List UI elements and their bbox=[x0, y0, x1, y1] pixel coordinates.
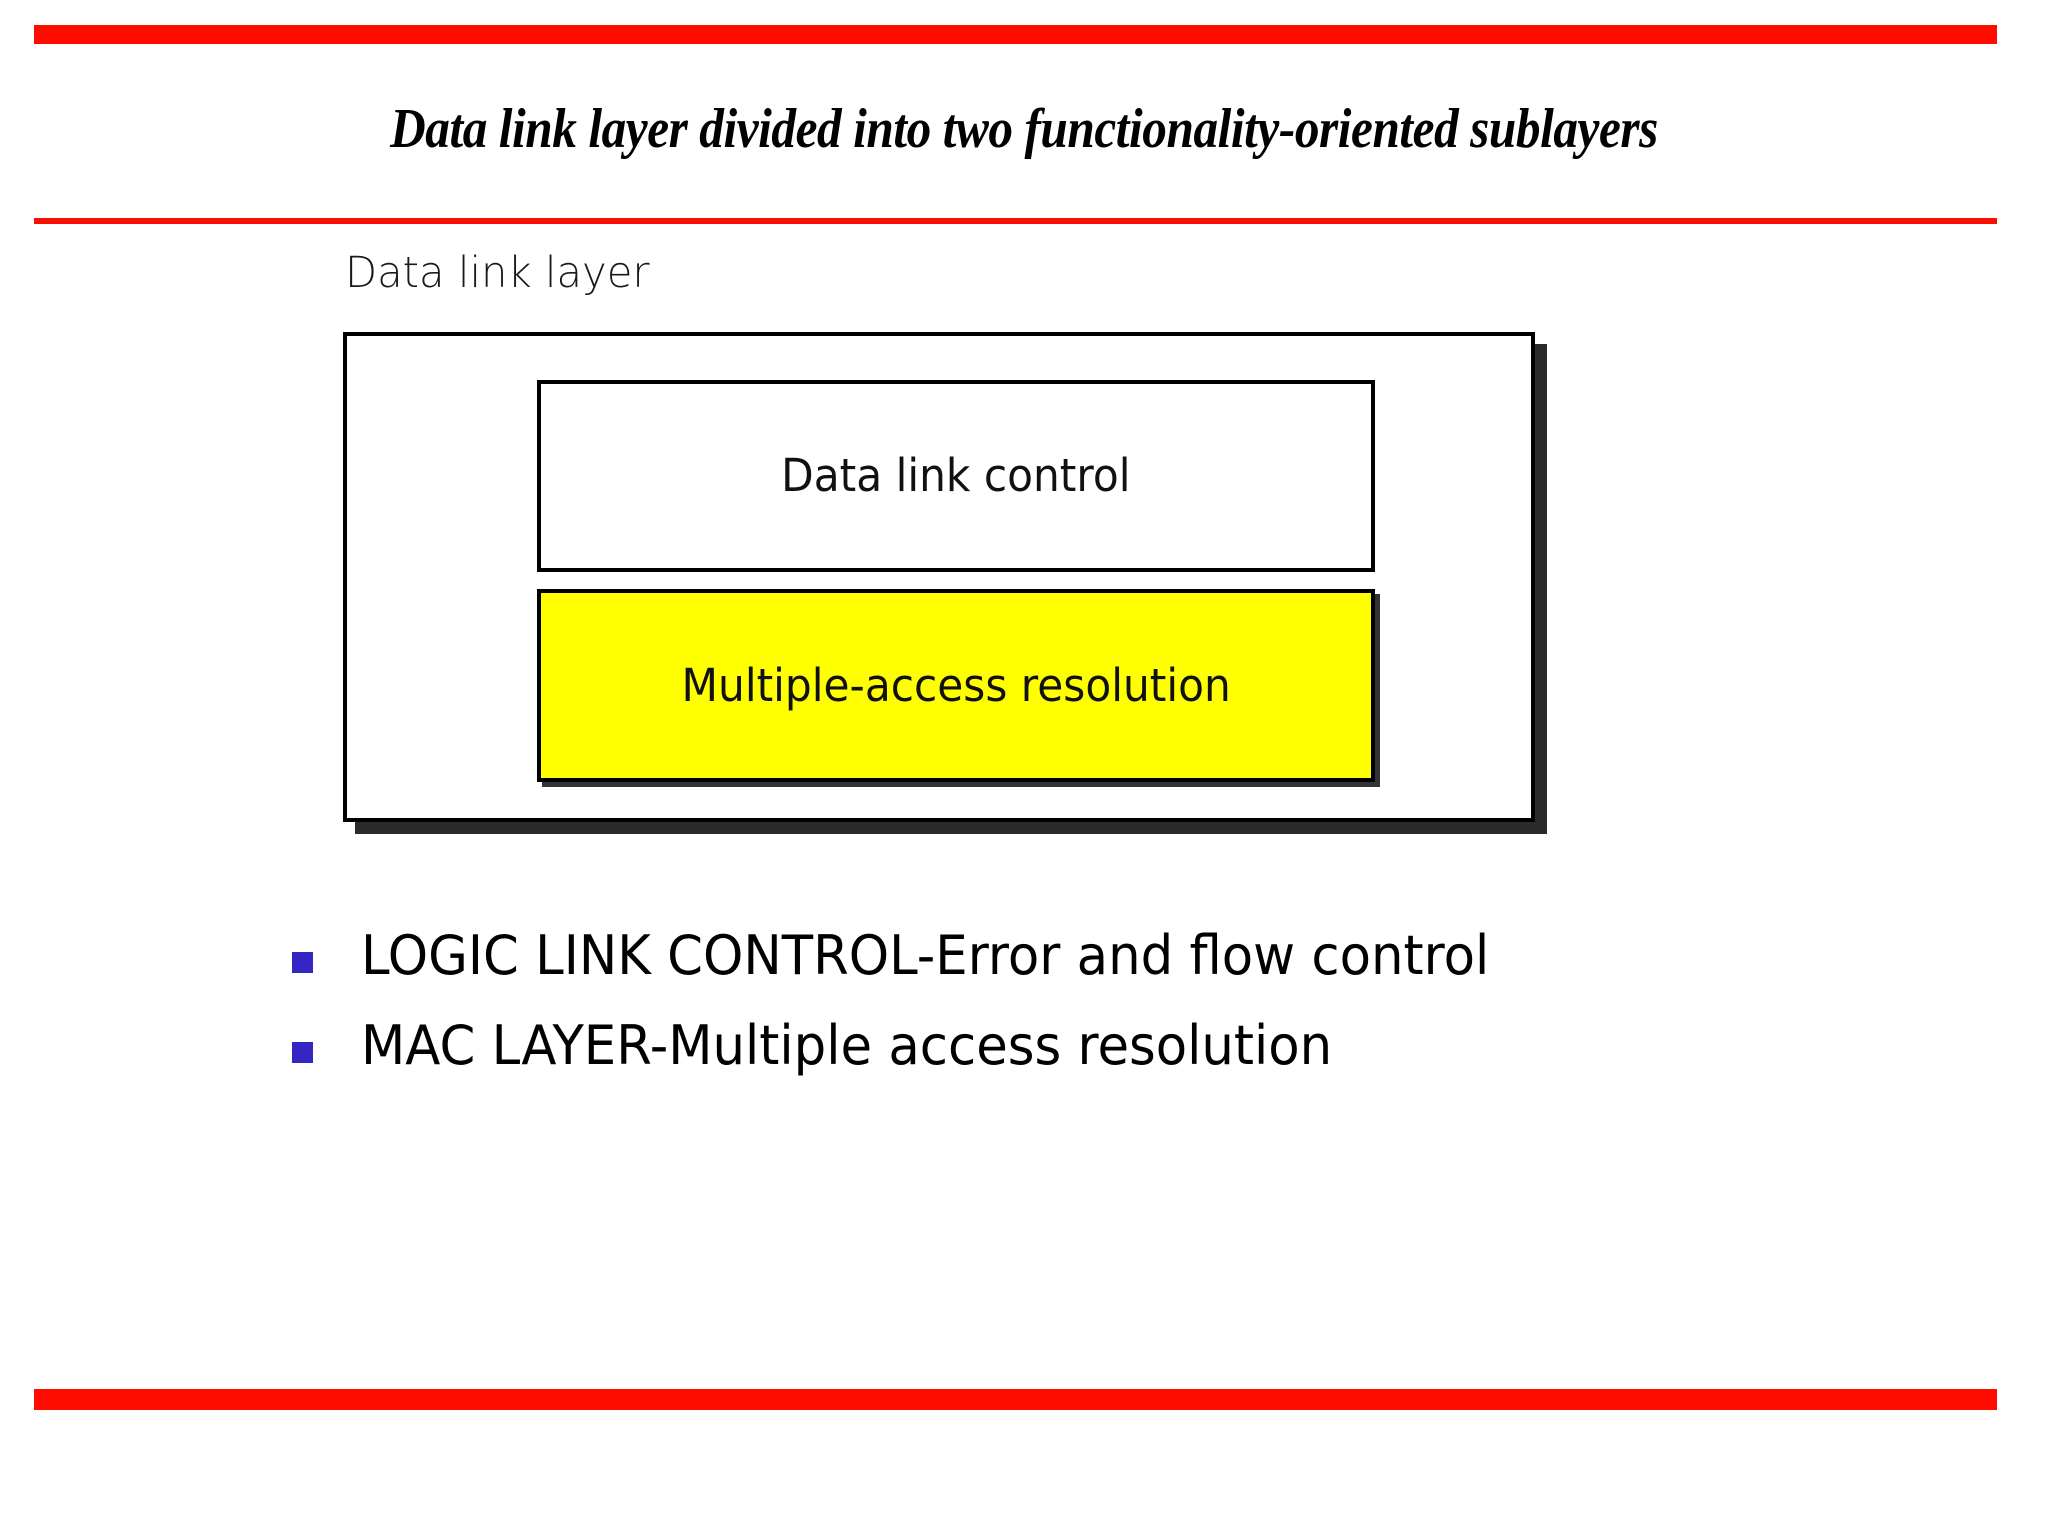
square-bullet-icon bbox=[292, 1042, 313, 1063]
square-bullet-icon bbox=[292, 952, 313, 973]
title-underline-red-rule bbox=[34, 218, 1997, 224]
page-title: Data link layer divided into two functio… bbox=[390, 98, 1658, 160]
list-item: MAC LAYER-Multiple access resolution bbox=[292, 1010, 1792, 1082]
bottom-red-rule bbox=[34, 1389, 1997, 1410]
top-red-rule bbox=[34, 25, 1997, 44]
multiple-access-resolution-box: Multiple-access resolution bbox=[537, 589, 1375, 782]
bullet-item-label-mac: MAC LAYER-Multiple access resolution bbox=[361, 1014, 1333, 1077]
diagram-caption: Data link layer bbox=[345, 248, 650, 298]
list-item: LOGIC LINK CONTROL-Error and flow contro… bbox=[292, 920, 1792, 992]
data-link-control-box: Data link control bbox=[537, 380, 1375, 572]
data-link-layer-diagram: Data link layer Data link control Multip… bbox=[343, 248, 1553, 838]
data-link-control-label: Data link control bbox=[781, 449, 1131, 502]
data-link-layer-box: Data link control Multiple-access resolu… bbox=[343, 332, 1535, 822]
bullet-item-label-llc: LOGIC LINK CONTROL-Error and flow contro… bbox=[361, 924, 1490, 987]
bullet-list: LOGIC LINK CONTROL-Error and flow contro… bbox=[292, 920, 1792, 1100]
multiple-access-resolution-label: Multiple-access resolution bbox=[681, 658, 1231, 712]
